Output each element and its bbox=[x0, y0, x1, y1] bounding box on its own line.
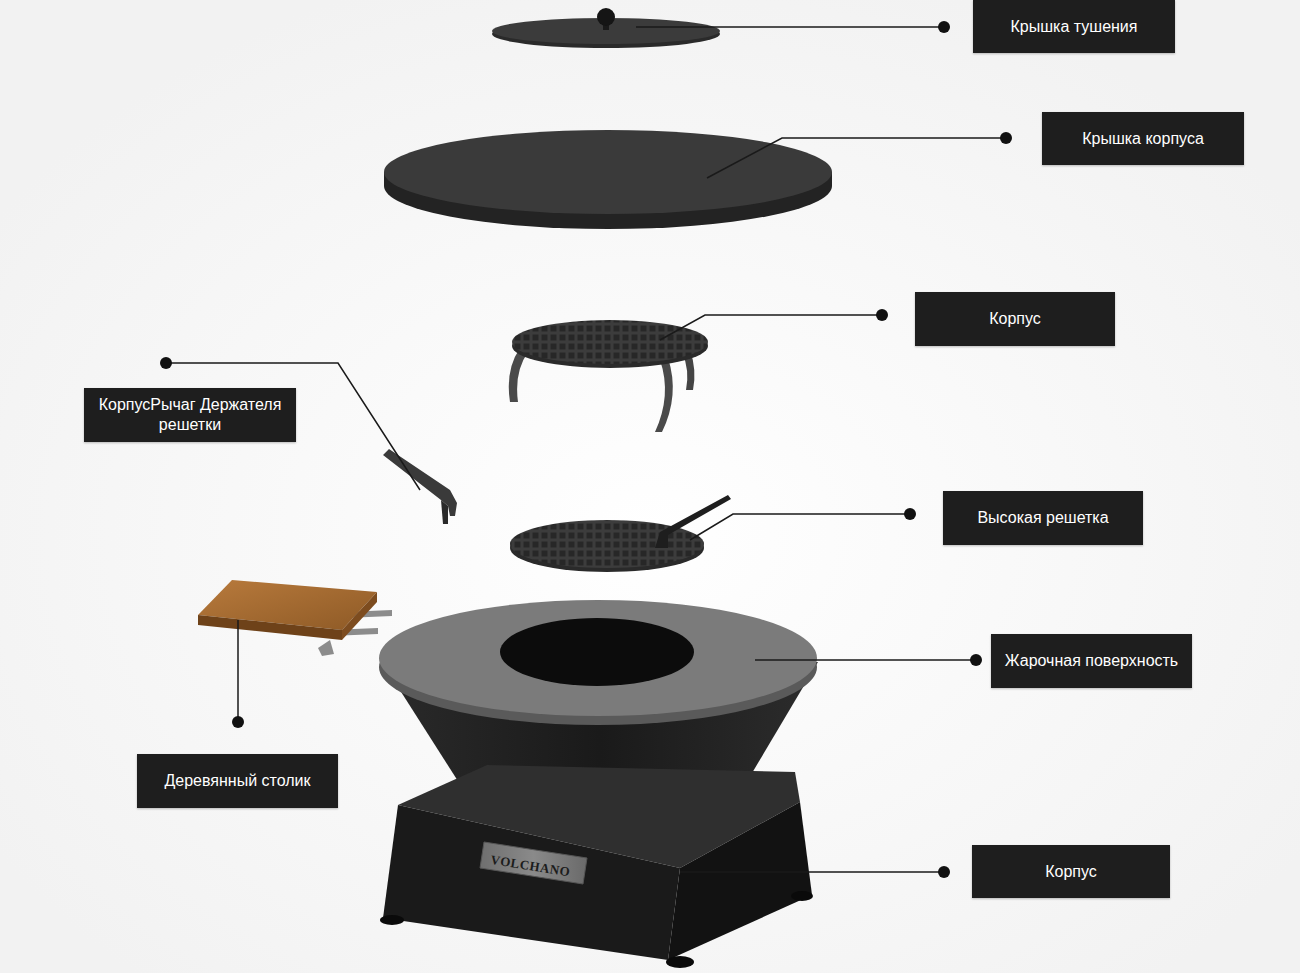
part-name: Крышка тушения bbox=[1011, 17, 1138, 37]
leader-dots bbox=[160, 21, 1012, 878]
part-name: Крышка корпуса bbox=[1082, 129, 1204, 149]
high-grate bbox=[510, 495, 731, 572]
callout-label: Корпус bbox=[915, 292, 1115, 346]
grate-lever bbox=[383, 449, 457, 524]
callout-label: Корпус bbox=[972, 845, 1170, 898]
callout-label: Жарочная поверхность bbox=[991, 634, 1192, 688]
grill-base bbox=[380, 765, 813, 968]
body-lid bbox=[384, 130, 832, 229]
part-name: Деревянный столик bbox=[164, 771, 310, 791]
part-name: Корпус bbox=[1045, 862, 1097, 882]
callout-label: КорпусРычаг Держателя решетки bbox=[84, 388, 296, 442]
grate-stand bbox=[509, 320, 708, 432]
callout-label: Деревянный столик bbox=[137, 754, 338, 808]
callout-label: Высокая решетка bbox=[943, 491, 1143, 545]
leader-lines bbox=[166, 27, 1006, 872]
wooden-table bbox=[198, 580, 392, 656]
part-name: Высокая решетка bbox=[977, 508, 1108, 528]
stewing-lid bbox=[492, 8, 720, 48]
part-name: Жарочная поверхность bbox=[1005, 651, 1178, 671]
part-name: Корпус bbox=[989, 309, 1041, 329]
callout-label: Крышка корпуса bbox=[1042, 112, 1244, 165]
part-name: КорпусРычаг Держателя решетки bbox=[94, 395, 286, 435]
callout-label: Крышка тушения bbox=[973, 0, 1175, 53]
